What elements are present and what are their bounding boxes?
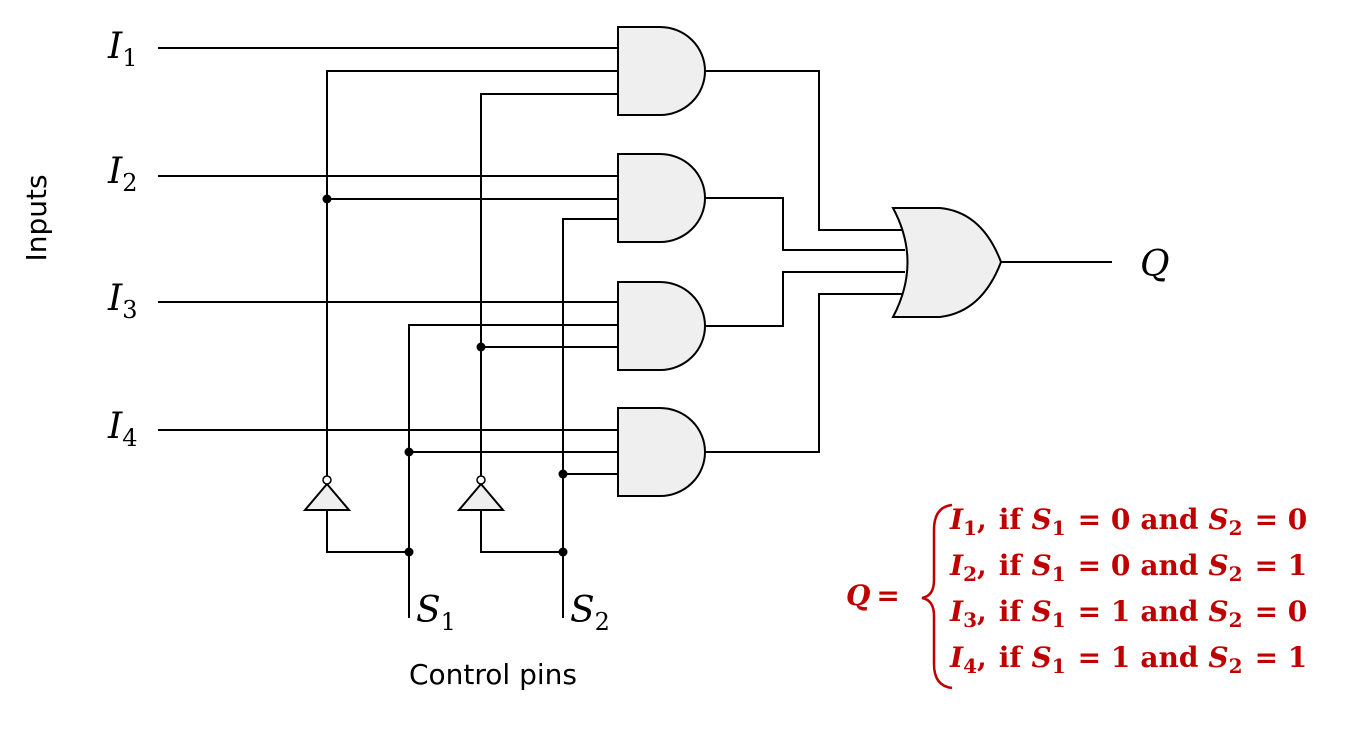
wire-s2 — [562, 218, 618, 618]
junction-dot — [476, 342, 486, 352]
wire-s1-to-inv1 — [326, 510, 409, 553]
input-label-i1: I1 — [107, 26, 138, 72]
svg-text:I4: I4 — [107, 406, 138, 452]
svg-text:I2: I2 — [107, 151, 138, 197]
select-label-s2: S2 — [570, 590, 610, 636]
inputs-axis-label: Inputs — [20, 174, 53, 261]
equation-lhs: Q= — [846, 579, 900, 612]
svg-text:I3: I3 — [107, 278, 138, 324]
wire-and2-out — [705, 197, 905, 251]
and-gate-4 — [617, 407, 706, 497]
wire-and3-out — [705, 271, 905, 327]
not-gate-s1 — [302, 475, 352, 511]
junction-dot — [404, 547, 414, 557]
input-label-i2: I2 — [107, 151, 138, 197]
select-label-s1: S1 — [416, 590, 456, 636]
wire-and1-out — [705, 70, 905, 231]
wire-s1-inverted — [326, 70, 618, 480]
wire-s1 — [408, 324, 618, 618]
and-gate-2 — [617, 153, 706, 243]
wire-s2-inverted — [480, 93, 618, 480]
svg-text:S2: S2 — [570, 590, 610, 636]
output-label-q: Q — [1140, 244, 1170, 285]
input-label-i3: I3 — [107, 278, 138, 324]
wire-and4-out — [705, 293, 905, 453]
not-gate-s2 — [456, 475, 506, 511]
and-gate-1 — [617, 26, 706, 116]
svg-text:S1: S1 — [416, 590, 456, 636]
or-gate — [891, 207, 1003, 318]
junction-dot — [322, 194, 332, 204]
equation-brace — [921, 503, 953, 690]
input-label-i4: I4 — [107, 406, 138, 452]
control-pins-label: Control pins — [409, 658, 577, 691]
wire-s2-to-inv2 — [480, 510, 563, 553]
svg-text:I1: I1 — [107, 26, 138, 72]
junction-dot — [558, 469, 568, 479]
junction-dot — [558, 547, 568, 557]
and-gate-3 — [617, 281, 706, 371]
junction-dot — [404, 447, 414, 457]
